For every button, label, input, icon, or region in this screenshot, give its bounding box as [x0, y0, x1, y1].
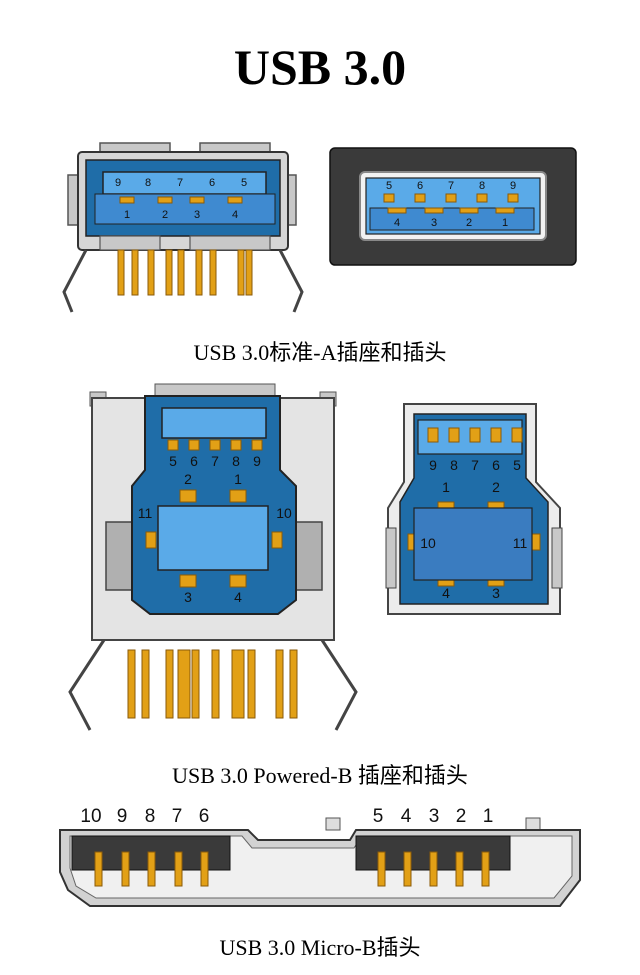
pin-label: 8	[145, 177, 151, 189]
pin-label: 7	[448, 180, 454, 192]
pin-label: 6	[492, 457, 500, 473]
pin-label: 8	[450, 457, 458, 473]
caption-micro-b: USB 3.0 Micro-B插头	[219, 935, 420, 960]
pin-label: 3	[194, 209, 200, 221]
pin-label: 3	[429, 806, 440, 827]
caption-powered-b: USB 3.0 Powered-B 插座和插头	[172, 763, 468, 788]
pin-label: 2	[492, 479, 500, 495]
pin-label: 1	[442, 479, 450, 495]
pin-label: 3	[431, 217, 437, 229]
pin-label: 8	[232, 453, 240, 469]
pin-label: 6	[209, 177, 215, 189]
type-a-receptacle: 9 8 7 6 5 1 2 3 4	[62, 142, 304, 313]
pin-label: 10	[276, 505, 292, 521]
pin-label: 2	[466, 217, 472, 229]
pin-label: 9	[429, 457, 437, 473]
pin-label: 5	[169, 453, 177, 469]
pin-label: 6	[417, 180, 423, 192]
caption-type-a: USB 3.0标准-A插座和插头	[193, 340, 446, 365]
pin-label: 5	[241, 177, 247, 189]
pin-label: 9	[117, 806, 128, 827]
pin-label: 2	[456, 806, 467, 827]
powered-b-receptacle: 5 6 7 8 9 2 1 11 10 3 4	[68, 383, 358, 731]
pin-label: 3	[492, 585, 500, 601]
pin-label: 4	[394, 217, 400, 229]
pin-label: 5	[386, 180, 392, 192]
pin-label: 3	[184, 589, 192, 605]
powered-b-plug: 9 8 7 6 5 1 2 10 11 4 3	[385, 403, 563, 615]
pin-label: 7	[177, 177, 183, 189]
pin-label: 6	[199, 806, 210, 827]
pin-label: 4	[401, 806, 412, 827]
pin-label: 4	[234, 589, 242, 605]
micro-b-plug: 10 9 8 7 6 5 4 3 2 1	[59, 806, 581, 907]
pin-label: 1	[483, 806, 494, 827]
pin-label: 1	[124, 209, 130, 221]
page-title: USB 3.0	[234, 39, 406, 95]
pin-label: 9	[253, 453, 261, 469]
pin-label: 1	[502, 217, 508, 229]
type-a-plug: 5 6 7 8 9 4 3 2 1	[329, 147, 577, 266]
pin-label: 2	[162, 209, 168, 221]
pin-label: 7	[471, 457, 479, 473]
pin-label: 1	[234, 471, 242, 487]
pin-label: 11	[513, 535, 528, 551]
pin-label: 5	[513, 457, 521, 473]
pin-label: 9	[510, 180, 516, 192]
pin-label: 10	[80, 806, 101, 827]
pin-label: 8	[145, 806, 156, 827]
pin-label: 4	[442, 585, 450, 601]
pin-label: 2	[184, 471, 192, 487]
pin-label: 5	[373, 806, 384, 827]
pin-label: 9	[115, 177, 121, 189]
pin-label: 7	[172, 806, 183, 827]
pin-label: 11	[138, 505, 153, 521]
pin-label: 4	[232, 209, 238, 221]
pin-label: 8	[479, 180, 485, 192]
pin-label: 6	[190, 453, 198, 469]
pin-label: 10	[420, 535, 436, 551]
pin-label: 7	[211, 453, 219, 469]
